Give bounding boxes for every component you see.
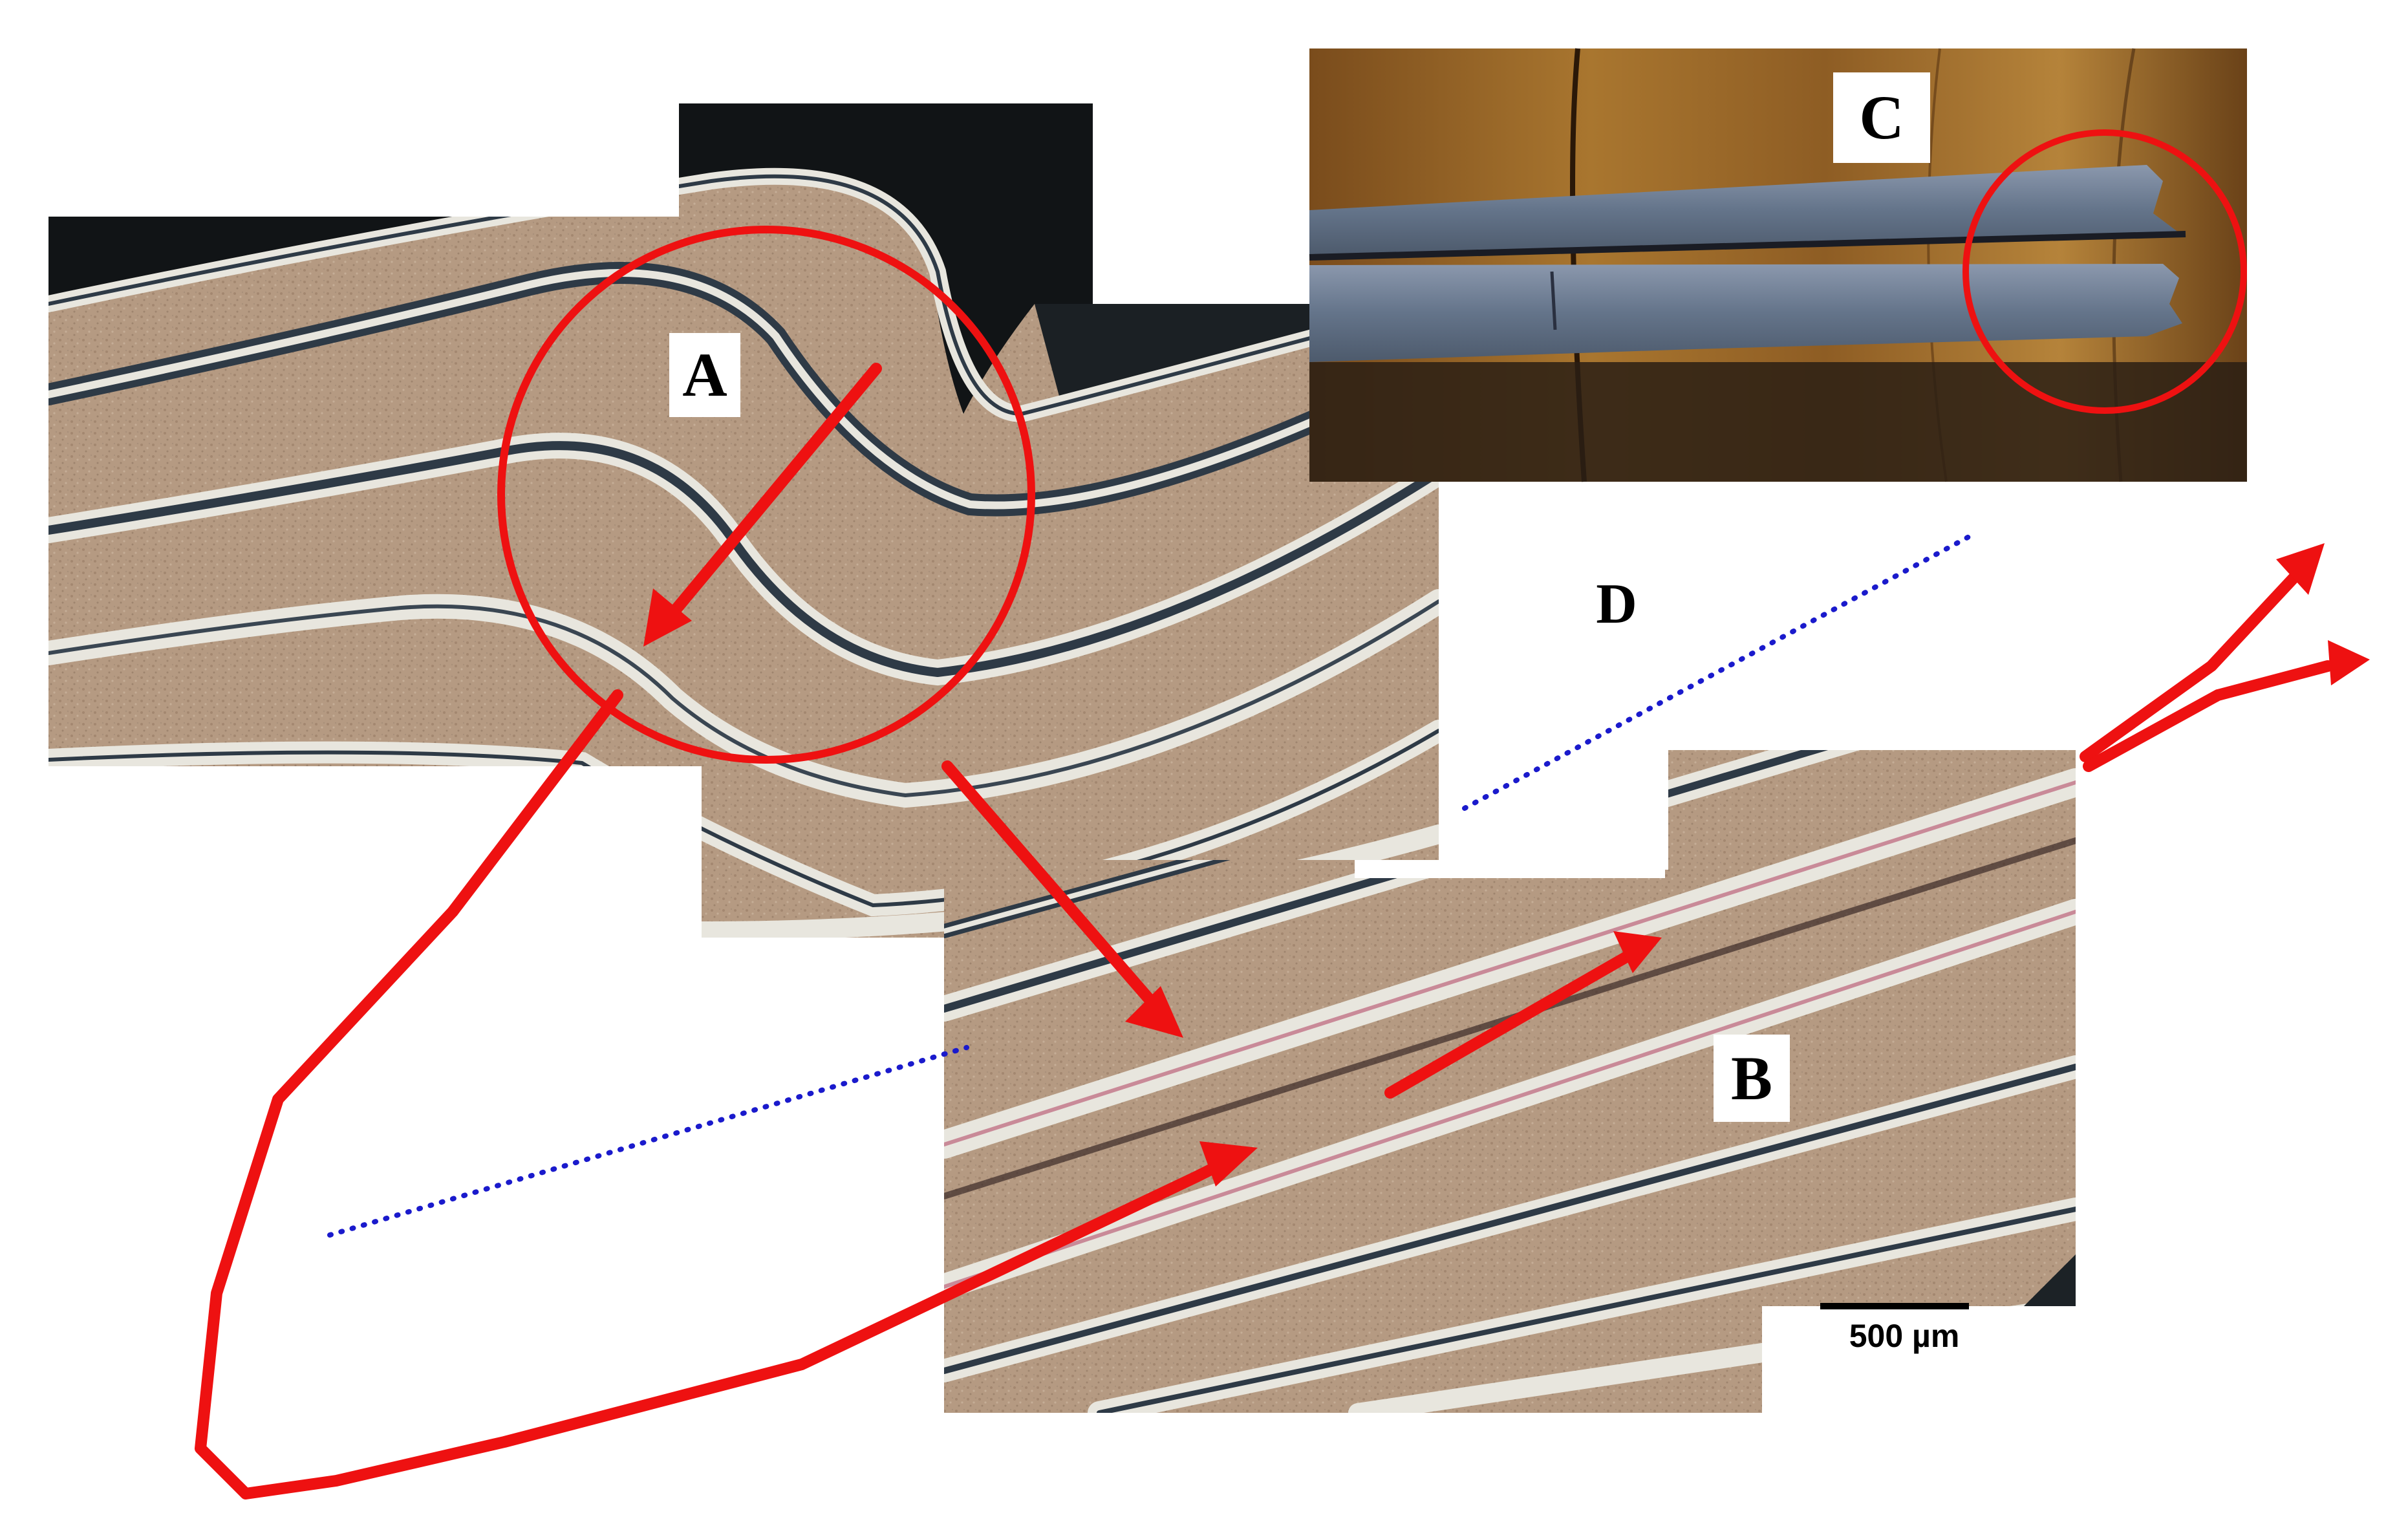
coupon-upper-strip xyxy=(1309,165,2179,255)
label-d: D xyxy=(1596,573,1637,636)
arrowhead-loop xyxy=(1199,1141,1258,1187)
loop-curve xyxy=(195,689,1234,1499)
arrowheads xyxy=(643,543,2370,1187)
scale-bar-label: 500 µm xyxy=(1830,1319,1979,1353)
arrowhead-a xyxy=(643,588,692,647)
label-c: C xyxy=(1833,72,1930,163)
scale-bar xyxy=(1820,1303,1969,1309)
annotation-overlay xyxy=(195,129,2334,1499)
circle-c xyxy=(1962,129,2247,414)
arrowhead-b xyxy=(1613,931,1662,973)
guide-line-upper xyxy=(1462,534,1972,811)
micrograph-b-region xyxy=(944,750,2076,1413)
photo-c xyxy=(1309,48,2247,482)
label-a: A xyxy=(669,333,740,417)
arrowhead-fork-lower xyxy=(2328,640,2370,685)
label-b: B xyxy=(1714,1035,1790,1122)
guide-line-lower xyxy=(327,1045,969,1238)
arrowhead-a-to-b xyxy=(1125,986,1183,1038)
circle-a xyxy=(497,226,1035,764)
panel-gap xyxy=(1355,860,1665,878)
guide-lines xyxy=(327,534,1972,1238)
arrowhead-fork-upper xyxy=(2276,543,2325,595)
